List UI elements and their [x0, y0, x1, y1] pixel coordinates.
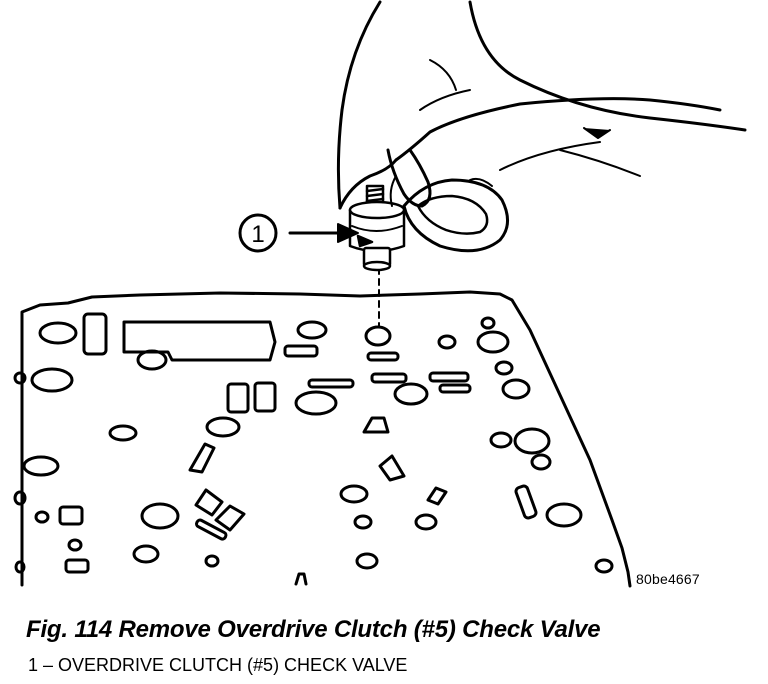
illustration: 1 [13, 0, 747, 588]
callout-number: 1 [251, 221, 264, 248]
hand-drawing [336, 0, 747, 253]
figure-caption: Fig. 114 Remove Overdrive Clutch (#5) Ch… [26, 616, 601, 643]
figure-reference-code: 80be4667 [636, 571, 700, 587]
legend-item: 1 – OVERDRIVE CLUTCH (#5) CHECK VALVE [28, 655, 408, 675]
check-valve [348, 184, 406, 272]
separator-plate [13, 290, 632, 588]
callout-1: 1 [238, 213, 359, 253]
